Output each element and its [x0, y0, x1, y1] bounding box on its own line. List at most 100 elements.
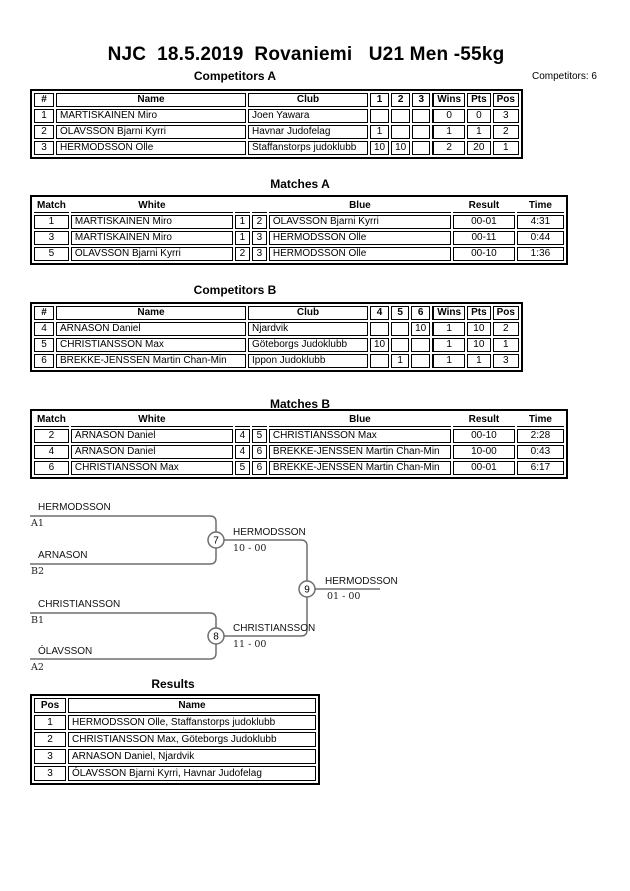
- cell-time: 6:17: [516, 461, 564, 475]
- table-row: 4 ARNASON Daniel Njardvik 10 1 10 2: [34, 322, 519, 336]
- cell-score: [391, 322, 410, 336]
- cell-name: ARNASON Daniel, Njardvik: [68, 749, 316, 764]
- cell-pts: 1: [467, 354, 491, 368]
- col-header: [251, 413, 267, 427]
- cell-white-name: ARNASON Daniel: [70, 445, 233, 459]
- cell-blue-no: 3: [251, 247, 267, 261]
- col-header: 2: [391, 93, 411, 107]
- cell-wins: 1: [432, 125, 466, 139]
- cell-result: 00-01: [452, 215, 515, 229]
- cell-wins: 1: [432, 322, 466, 336]
- col-header: Match: [34, 413, 69, 427]
- col-header: Time: [516, 199, 564, 213]
- col-header: Wins: [432, 306, 466, 320]
- cell-time: 1:36: [516, 247, 564, 261]
- competitors-b-table: # Name Club 4 5 6 Wins Pts Pos 4 ARNASON…: [30, 302, 523, 372]
- cell-wins: 0: [432, 109, 466, 123]
- col-header: Pts: [467, 306, 491, 320]
- cell-score: [370, 354, 390, 368]
- cell-score: 1: [391, 354, 410, 368]
- cell-blue-name: ÓLAVSSON Bjarni Kyrri: [268, 215, 451, 229]
- cell-name: BREKKE-JENSSEN Martin Chan-Min: [56, 354, 246, 368]
- cell-club: Göteborgs Judoklubb: [248, 338, 368, 352]
- cell-club: Joen Yawara: [248, 109, 368, 123]
- cell-name: CHRISTIANSSON Max, Göteborgs Judoklubb: [68, 732, 316, 747]
- col-header: Blue: [268, 413, 451, 427]
- table-row: 3 MARTISKAINEN Miro 1 3 HERMODSSON Olle …: [34, 231, 564, 245]
- cell-pos: 3: [34, 766, 66, 781]
- match-7-number: 7: [213, 536, 219, 547]
- cell-blue-name: HERMODSSON Olle: [268, 247, 451, 261]
- table-header-row: # Name Club 1 2 3 Wins Pts Pos: [34, 93, 519, 107]
- cell-white-no: 1: [234, 215, 250, 229]
- cell-match-no: 5: [34, 247, 69, 261]
- cell-score: 10: [370, 338, 390, 352]
- cell-white-name: ARNASON Daniel: [70, 429, 233, 443]
- bracket-slot-code: A1: [31, 518, 44, 529]
- col-header: 3: [412, 93, 431, 107]
- bracket-slot-code: B2: [31, 566, 45, 577]
- cell-pos: 1: [492, 338, 519, 352]
- cell-time: 0:43: [516, 445, 564, 459]
- bracket-slot-code: A2: [31, 662, 44, 673]
- cell-result: 10-00: [452, 445, 515, 459]
- cell-number: 1: [34, 109, 54, 123]
- semifinal-2-winner-line: [224, 597, 308, 637]
- table-row: 4 ARNASON Daniel 4 6 BREKKE-JENSSEN Mart…: [34, 445, 564, 459]
- col-header: Pos: [34, 698, 66, 713]
- semifinal-1-score: 10 - 00: [233, 543, 267, 554]
- col-header: Time: [516, 413, 564, 427]
- cell-score: [391, 109, 411, 123]
- matches-a-table: Match White Blue Result Time 1 MARTISKAI…: [30, 195, 568, 265]
- col-header: Pos: [492, 93, 519, 107]
- heading-competitors-a: Competitors A: [193, 69, 277, 83]
- table-row: 3 HERMODSSON Olle Staffanstorps judoklub…: [34, 141, 519, 155]
- cell-pos: 3: [34, 749, 66, 764]
- cell-wins: 1: [432, 338, 466, 352]
- cell-pos: 3: [492, 109, 519, 123]
- table-row: 1 MARTISKAINEN Miro 1 2 ÓLAVSSON Bjarni …: [34, 215, 564, 229]
- cell-score: 10: [411, 322, 431, 336]
- cell-club: Njardvik: [248, 322, 368, 336]
- cell-score: [411, 354, 431, 368]
- cell-club: Havnar Judofelag: [248, 125, 368, 139]
- cell-name: CHRISTIANSSON Max: [56, 338, 246, 352]
- cell-result: 00-10: [452, 429, 515, 443]
- cell-blue-name: CHRISTIANSSON Max: [268, 429, 451, 443]
- table-row: 6 CHRISTIANSSON Max 5 6 BREKKE-JENSSEN M…: [34, 461, 564, 475]
- cell-match-no: 3: [34, 231, 69, 245]
- cell-match-no: 2: [34, 429, 69, 443]
- cell-pos: 2: [492, 125, 519, 139]
- table-row: 1 HERMODSSON Olle, Staffanstorps judoklu…: [34, 715, 316, 730]
- cell-name: ARNASON Daniel: [56, 322, 246, 336]
- heading-results: Results: [151, 677, 195, 691]
- competitors-a-table: # Name Club 1 2 3 Wins Pts Pos 1 MARTISK…: [30, 89, 523, 159]
- final-winner-name: HERMODSSON: [325, 576, 398, 587]
- semifinal-1-winner-line: [224, 539, 308, 581]
- match-9-circle: [298, 580, 316, 598]
- cell-pos: 3: [492, 354, 519, 368]
- cell-name: MARTISKAINEN Miro: [56, 109, 246, 123]
- match-9-number: 9: [304, 585, 310, 596]
- col-header: White: [70, 413, 233, 427]
- cell-white-name: MARTISKAINEN Miro: [70, 215, 233, 229]
- medal-bracket: 7 8 9 HERMODSSON A1 ARNASON B2 HERMODSSO…: [0, 495, 420, 680]
- cell-blue-name: BREKKE-JENSSEN Martin Chan-Min: [268, 445, 451, 459]
- bracket-slot-name: HERMODSSON: [38, 502, 111, 513]
- table-row: 1 MARTISKAINEN Miro Joen Yawara 0 0 3: [34, 109, 519, 123]
- cell-number: 4: [34, 322, 54, 336]
- col-header: Club: [248, 306, 368, 320]
- cell-pts: 1: [467, 125, 491, 139]
- cell-pos: 1: [34, 715, 66, 730]
- cell-white-no: 5: [234, 461, 250, 475]
- competitors-count: Competitors: 6: [531, 71, 597, 82]
- table-row: 5 CHRISTIANSSON Max Göteborgs Judoklubb …: [34, 338, 519, 352]
- heading-competitors-b: Competitors B: [193, 283, 277, 297]
- cell-number: 2: [34, 125, 54, 139]
- col-header: 1: [370, 93, 390, 107]
- col-header: Club: [248, 93, 368, 107]
- cell-pts: 10: [467, 338, 491, 352]
- cell-pts: 0: [467, 109, 491, 123]
- table-header-row: Match White Blue Result Time: [34, 413, 564, 427]
